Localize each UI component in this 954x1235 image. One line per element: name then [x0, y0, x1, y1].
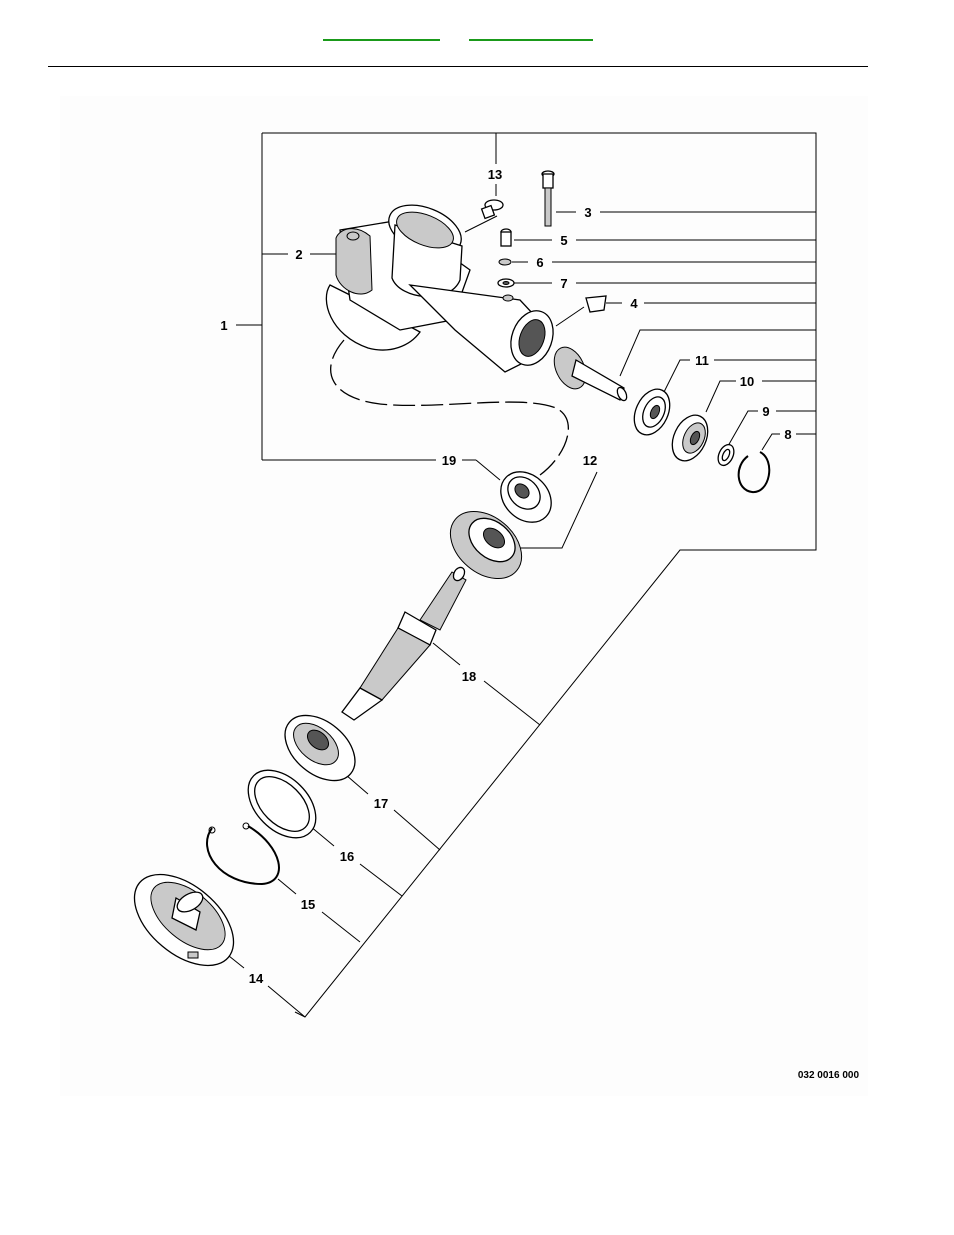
- screw-5-part: [500, 228, 512, 247]
- nav-link-right[interactable]: [469, 39, 593, 41]
- callout-6: 6: [536, 255, 543, 270]
- cover-14-part: [133, 873, 235, 967]
- callout-19: 19: [442, 453, 456, 468]
- leader-lines: [223, 132, 817, 1018]
- retaining-ring-16-part: [247, 769, 317, 839]
- callout-1: 1: [220, 318, 227, 333]
- callout-7: 7: [560, 276, 567, 291]
- callout-10: 10: [740, 374, 754, 389]
- callout-16: 16: [340, 849, 354, 864]
- callout-5: 5: [560, 233, 567, 248]
- washer-7-part: [497, 278, 515, 288]
- plate-4-part: [585, 295, 607, 313]
- circlip-8-part: [737, 451, 771, 494]
- gear-housing-part: [325, 204, 554, 373]
- callout-12: 12: [583, 453, 597, 468]
- pinion-gear-12-part: [553, 346, 628, 402]
- nav-link-left[interactable]: [323, 39, 440, 41]
- circlip-15-part: [206, 822, 280, 886]
- callout-14: 14: [249, 971, 264, 986]
- callout-11: 11: [695, 353, 709, 368]
- header-divider: [48, 66, 868, 67]
- bearing-10-part: [671, 414, 709, 462]
- diagram-code: 032 0016 000: [798, 1070, 860, 1081]
- callout-4: 4: [630, 296, 638, 311]
- screw-3-part: [541, 170, 555, 227]
- bearing-19-part: [500, 471, 552, 523]
- callout-13: 13: [488, 167, 502, 182]
- callout-2: 2: [295, 247, 302, 262]
- callout-3: 3: [584, 205, 591, 220]
- callout-labels: 1 2 3 4 5 6 7 8 9 10 11 12 13 14 15 16 1…: [220, 167, 791, 986]
- washer-9-part: [717, 443, 735, 467]
- callout-9: 9: [762, 404, 769, 419]
- washer-6-part: [498, 258, 512, 266]
- bearing-11-part: [633, 388, 671, 436]
- callout-8: 8: [784, 427, 791, 442]
- callout-18: 18: [462, 669, 476, 684]
- dashed-loop: [330, 339, 569, 476]
- bearing-17-part: [284, 714, 356, 782]
- bevel-gear-part: [449, 511, 523, 579]
- callout-17: 17: [374, 796, 388, 811]
- bolt-13-part: [480, 199, 504, 220]
- callout-15: 15: [301, 897, 315, 912]
- shaft-18-part: [341, 566, 467, 721]
